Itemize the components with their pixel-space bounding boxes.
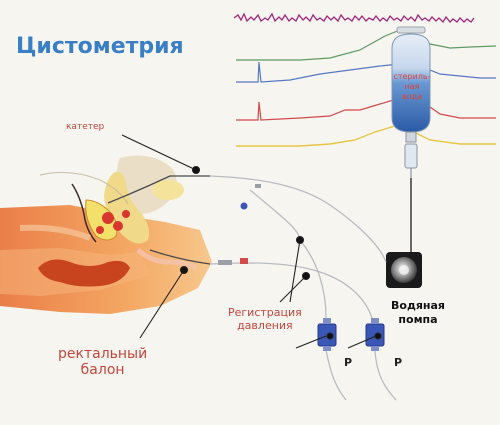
pressure-registration-line-1: Регистрация [228,306,302,319]
pelvic-anatomy [0,155,212,314]
pressure-registration-line-2: давления [237,319,293,332]
trace-purple [233,12,475,24]
sterile-water-line-1: стериль- [393,72,431,81]
water-pump-line-2: помпа [398,313,438,326]
pressure-p-right: P [394,356,403,369]
trace-green [236,29,497,61]
pointer-lines [121,134,382,349]
rectal-balloon-line-2: балон [80,362,125,378]
tubing [209,175,397,401]
trace-blue [236,61,496,83]
rectal-balloon-label: ректальный балон [58,346,147,378]
page-title: Цистометрия [16,34,184,59]
drip-chamber-icon [404,143,418,178]
trace-red [236,97,496,121]
catheter-label: катетер [66,122,105,132]
catheter-tube [107,175,210,204]
water-pump-icon [386,252,422,288]
sterile-water-label: стериль- ная вода [388,72,436,102]
water-pump-label: Водяная помпа [391,299,445,327]
water-bag-icon [391,26,431,143]
pressure-p-left: P [344,356,353,369]
recording-traces [233,12,497,147]
sterile-water-line-3: вода [401,92,423,101]
sterile-water-line-2: ная [404,82,420,91]
pressure-registration-label: Регистрация давления [228,306,302,332]
trace-yellow [236,125,496,147]
water-pump-line-1: Водяная [391,299,445,312]
tube-connectors [218,184,261,265]
rectal-tube [149,249,211,265]
rectal-balloon-line-1: ректальный [58,346,148,362]
